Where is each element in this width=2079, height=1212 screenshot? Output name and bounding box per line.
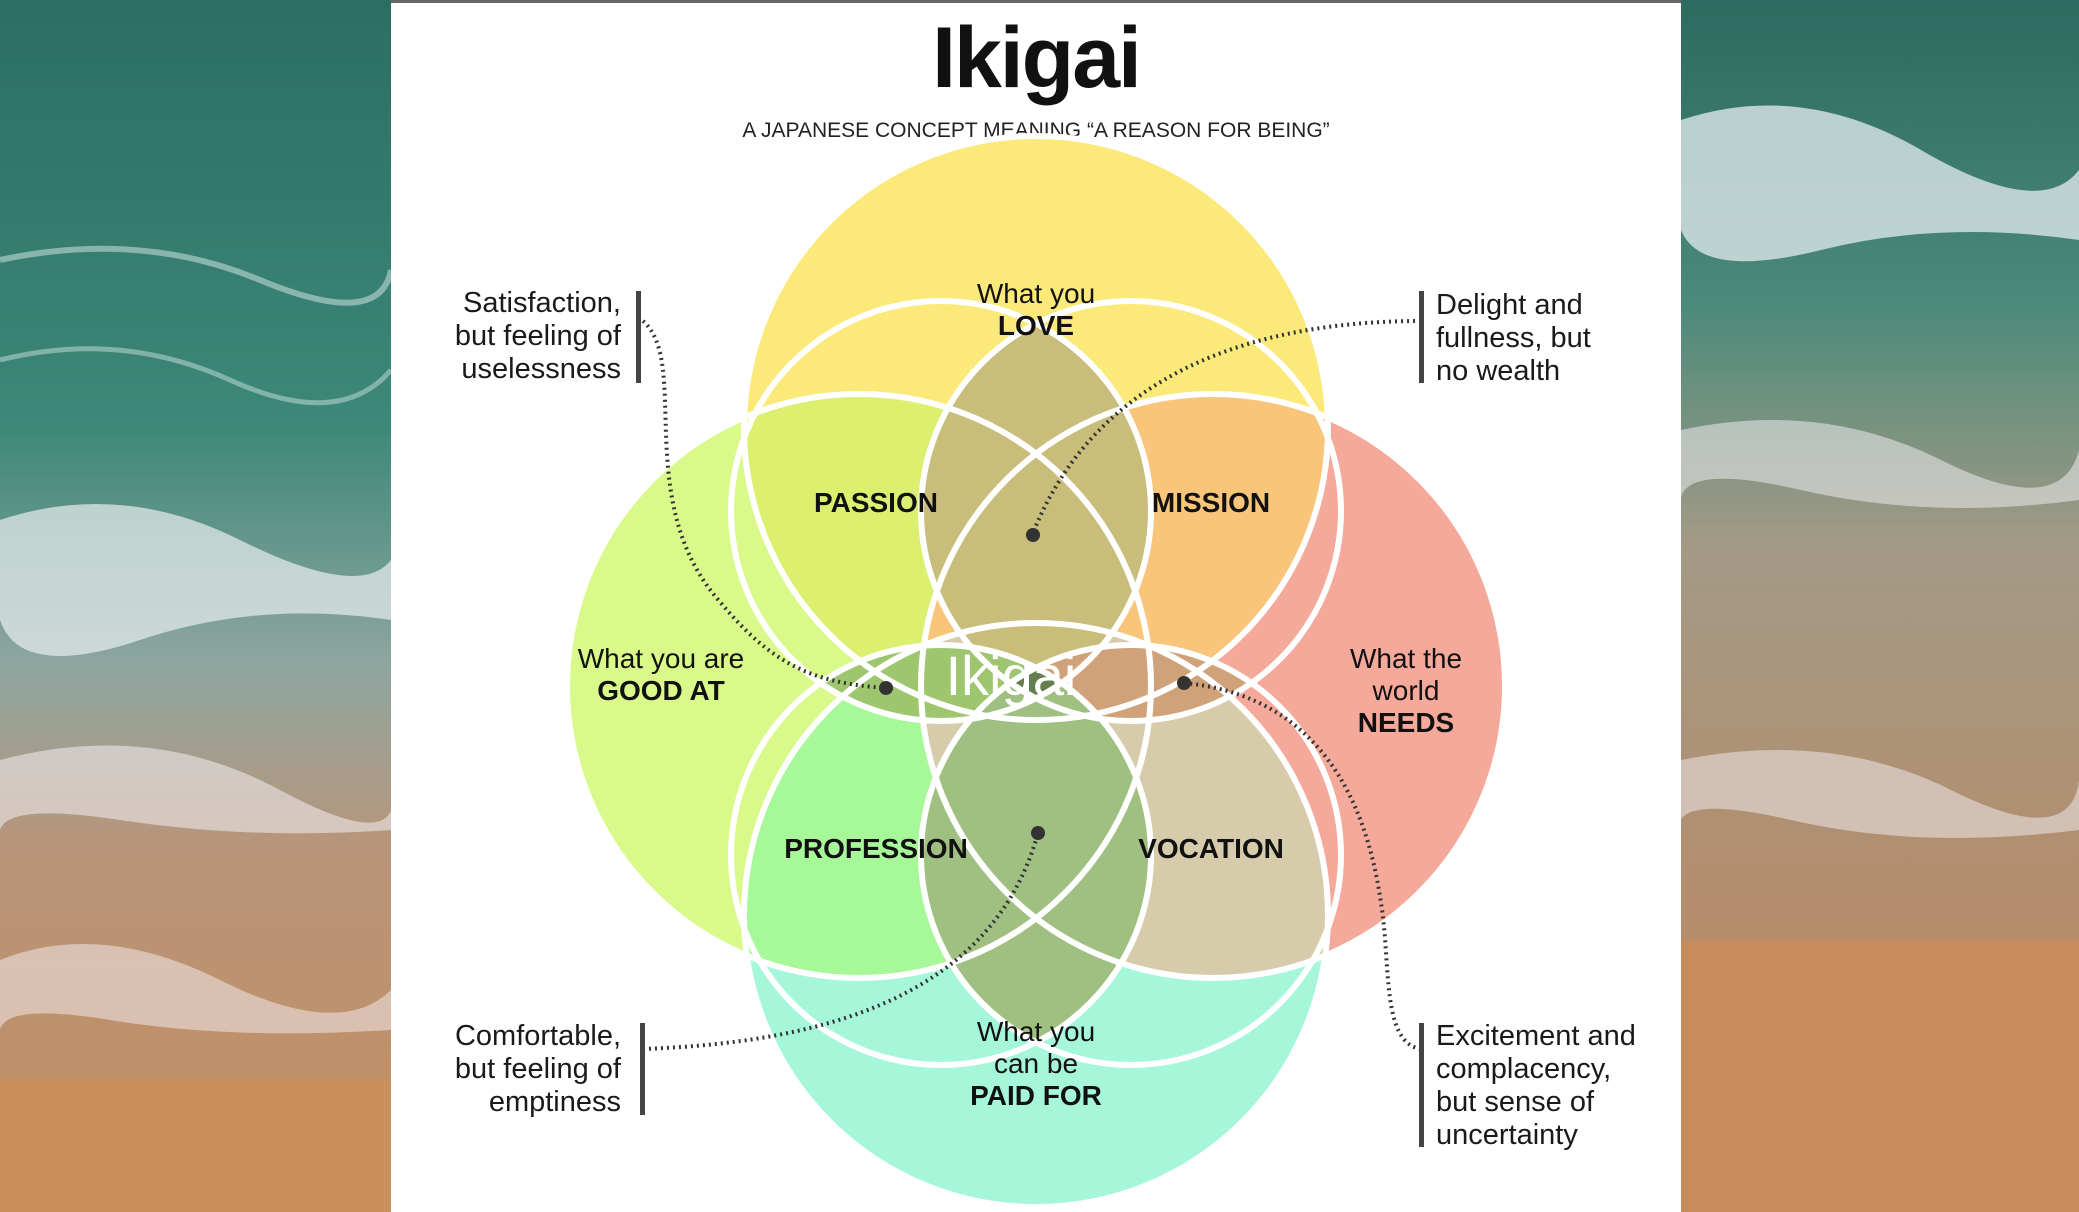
label-ikigai-center: Ikigai [945,644,1077,707]
note-line: but sense of [1436,1086,1594,1118]
venn-diagram [564,133,1508,1210]
note-top-right: Delight and fullness, but no wealth [1436,289,1666,388]
label-paid-for: What you can be PAID FOR [906,1016,1166,1112]
note-line: Excitement and [1436,1020,1636,1052]
label-paid-for-line2: can be [993,1048,1079,1079]
note-bar-bottom-left [640,1023,645,1115]
label-profession: PROFESSION [784,833,968,864]
note-line: but feeling of [454,1053,621,1085]
connector-dots [879,528,1191,840]
label-paid-for-line1: What you [976,1016,1096,1047]
note-top-left: Satisfaction, but feeling of uselessness [411,287,621,386]
label-love-bold: LOVE [997,310,1075,341]
connector-top-left [641,319,887,690]
note-bar-top-right [1419,291,1424,383]
label-vocation: VOCATION [1138,833,1284,864]
page-title: Ikigai [932,10,1142,106]
page-subtitle: A JAPANESE CONCEPT MEANING “A REASON FOR… [742,119,1330,142]
note-line: no wealth [1436,355,1561,387]
note-line: complacency, [1436,1053,1612,1085]
background-photo-left [0,0,391,1212]
note-line: fullness, but [1436,322,1591,354]
ikigai-infographic: Ikigai A JAPANESE CONCEPT MEANING “A REA… [391,0,1681,1212]
label-good-at: What you are GOOD AT [531,643,791,707]
note-line: emptiness [488,1086,621,1118]
background-photo-right [1681,0,2079,1212]
note-line: uncertainty [1436,1119,1578,1151]
connector-lines [641,319,1422,1051]
label-good-at-line1: What you are [577,643,745,674]
note-bar-bottom-right [1419,1023,1424,1147]
note-bottom-right: Excitement and complacency, but sense of… [1436,1020,1676,1152]
label-good-at-bold: GOOD AT [597,675,725,706]
note-line: Satisfaction, [463,287,621,319]
note-bar-top-left [636,291,641,383]
note-bottom-left: Comfortable, but feeling of emptiness [411,1020,621,1119]
circle-outlines [564,133,1508,1210]
label-needs-bold: NEEDS [1357,707,1455,738]
note-line: uselessness [461,353,621,385]
label-needs-line2: world [1372,675,1440,706]
label-needs-line1: What the [1349,643,1463,674]
label-needs: What the world NEEDS [1286,643,1526,739]
label-mission: MISSION [1151,487,1271,518]
label-love: What you LOVE [916,278,1156,342]
label-passion: PASSION [814,487,938,518]
note-line: Delight and [1436,289,1583,321]
label-love-line1: What you [976,278,1096,309]
note-line: Comfortable, [454,1020,621,1052]
note-line: but feeling of [454,320,621,352]
label-paid-for-bold: PAID FOR [970,1080,1102,1111]
